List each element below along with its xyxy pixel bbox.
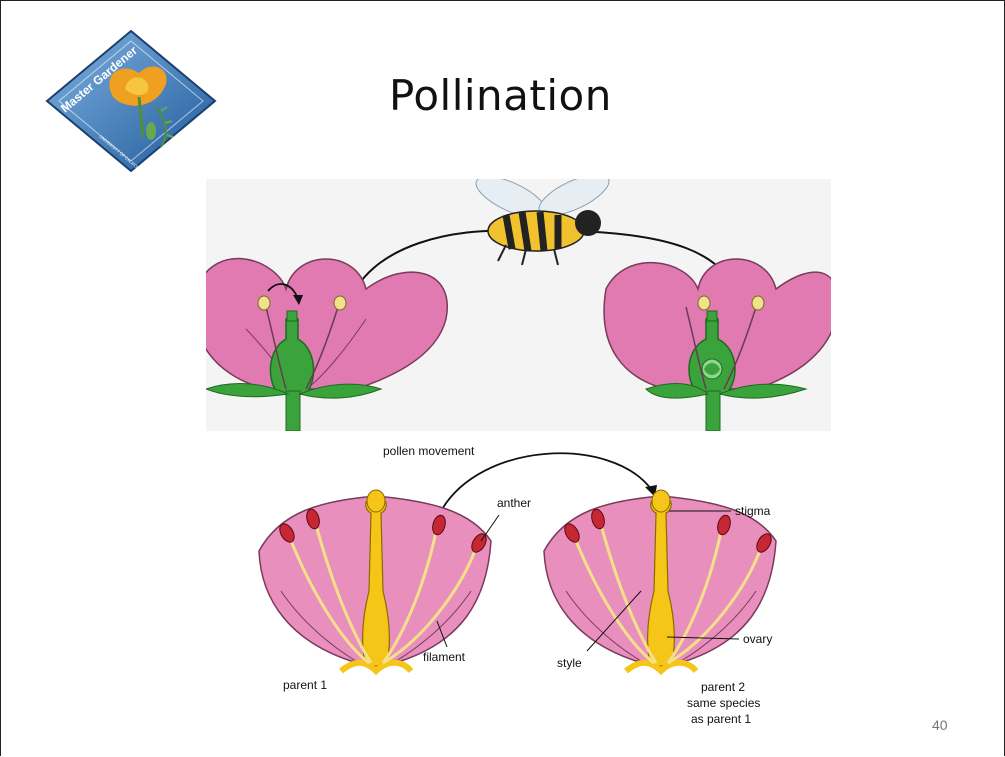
label-filament: filament: [423, 650, 466, 664]
flower-anatomy-diagram: pollen movement anther filament parent 1: [241, 441, 821, 741]
bee-pollination-illustration: [206, 179, 831, 431]
label-style: style: [557, 656, 582, 670]
parent1-flower-icon: [259, 490, 491, 671]
label-pollen-movement: pollen movement: [383, 444, 475, 458]
label-parent2-same-species: same species: [687, 696, 760, 710]
label-ovary: ovary: [743, 632, 772, 646]
page-number: 40: [932, 717, 948, 733]
label-stigma: stigma: [735, 504, 771, 518]
master-gardener-logo: Master Gardener UNIVERSITY OF CALIFORNIA…: [43, 27, 223, 175]
slide-title: Pollination: [389, 71, 612, 120]
label-parent1: parent 1: [283, 678, 327, 692]
label-anther: anther: [497, 496, 531, 510]
label-parent2: parent 2: [701, 680, 745, 694]
label-parent2-as-parent1: as parent 1: [691, 712, 751, 726]
